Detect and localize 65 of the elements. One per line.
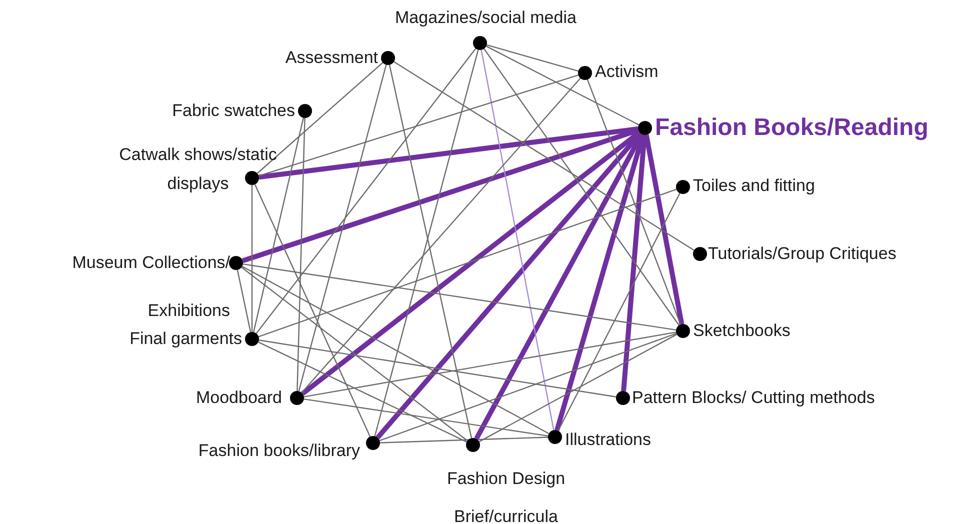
node-dot: [693, 247, 707, 261]
node-dot: [578, 66, 592, 80]
node-label: Illustrations: [565, 429, 652, 451]
node-label: Fashion Design Brief/curricula: [446, 468, 566, 524]
node-label: Moodboard: [194, 387, 282, 409]
connector-line: [380, 436, 548, 444]
node-dot: [548, 430, 562, 444]
connector-line: [644, 134, 684, 325]
node-dot: [676, 324, 690, 338]
node-label: Fashion books/library: [197, 440, 360, 462]
connector-line: [374, 50, 479, 436]
node-label: Fabric swatches: [171, 100, 295, 122]
node-dot: [616, 391, 630, 405]
node-label: Activism: [595, 61, 660, 83]
connector-line: [486, 46, 640, 126]
connector-line: [256, 62, 384, 174]
connector-line: [379, 332, 677, 442]
connector-line: [484, 48, 680, 326]
node-label: Magazines/social media: [395, 7, 578, 29]
node-label: Catwalk shows/static displays: [118, 144, 278, 195]
connector-line: [251, 185, 253, 332]
connector-line: [296, 118, 306, 392]
node-dot: [366, 436, 380, 450]
node-label: Pattern Blocks/ Cutting methods: [632, 387, 876, 409]
node-dot: [245, 171, 259, 185]
node-label: Assessment: [284, 47, 378, 69]
node-dot: [229, 256, 243, 270]
node-label: Tutorials/Group Critiques: [708, 243, 898, 265]
connector-line: [242, 263, 676, 331]
node-dot: [466, 438, 480, 452]
node-label: Museum Collections/ Exhibitions: [71, 252, 230, 322]
connector-line: [253, 118, 304, 332]
connector-line: [394, 61, 694, 251]
connector-line: [388, 64, 472, 438]
node-dot: [381, 51, 395, 65]
connector-line: [256, 48, 476, 334]
connector-line: [242, 266, 550, 434]
connector-line: [258, 340, 616, 398]
connector-line: [298, 64, 387, 392]
node-dot: [290, 391, 304, 405]
node-label: Fashion Books/Reading: [655, 113, 930, 143]
connector-line: [621, 134, 647, 392]
connector-line: [304, 398, 548, 437]
node-dot: [298, 104, 312, 118]
connector-line: [478, 334, 678, 442]
node-dot: [245, 332, 259, 346]
connector-line: [236, 270, 252, 332]
connector-line: [480, 50, 554, 430]
connector-line: [304, 332, 676, 398]
node-dot: [473, 36, 487, 50]
connector-line: [486, 44, 578, 72]
connector-line: [258, 341, 467, 443]
connector-line: [586, 79, 682, 325]
node-label: Sketchbooks: [693, 320, 792, 342]
connector-line: [301, 78, 581, 394]
connector-line: [258, 188, 677, 338]
connector-line: [258, 74, 578, 176]
node-label: Toiles and fitting: [693, 175, 816, 197]
node-label: Final garments: [128, 328, 242, 350]
connector-line: [558, 192, 680, 432]
node-dot: [676, 180, 690, 194]
connector-line: [254, 184, 371, 437]
node-dot: [638, 121, 652, 135]
connector-line: [258, 126, 638, 180]
connector-line: [241, 266, 468, 442]
